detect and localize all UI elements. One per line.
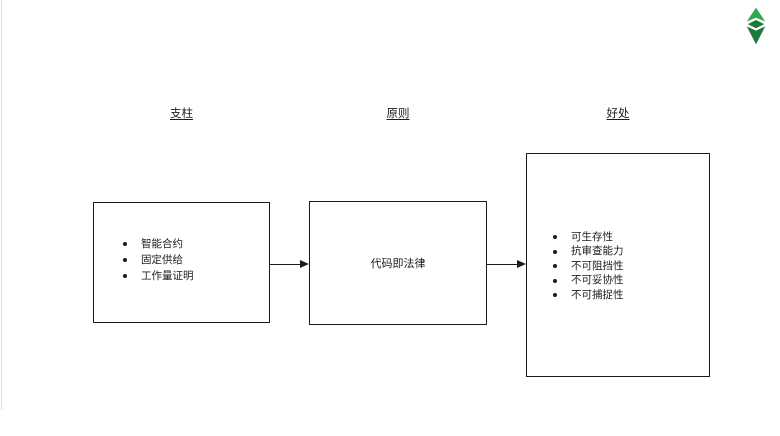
arrow-pillars-to-principle-head	[300, 259, 309, 268]
list-item: 抗审查能力	[551, 244, 624, 259]
list-item: 固定供给	[121, 252, 194, 268]
list-item: 不可妥协性	[551, 273, 624, 288]
arrow-principle-to-benefits-head	[517, 259, 526, 268]
list-item: 不可捕捉性	[551, 288, 624, 303]
arrow-pillars-to-principle-line	[270, 264, 302, 265]
column-header-principles: 原则	[386, 108, 410, 120]
pillars-box: 智能合约 固定供给 工作量证明	[93, 202, 270, 323]
list-item: 智能合约	[121, 236, 194, 252]
ethereum-classic-logo-icon	[746, 7, 766, 45]
column-header-pillars: 支柱	[170, 108, 193, 120]
pillars-list: 智能合约 固定供给 工作量证明	[94, 236, 194, 284]
benefits-list: 可生存性 抗审查能力 不可阻挡性 不可妥协性 不可捕捉性	[527, 230, 624, 303]
canvas-left-edge	[1, 0, 2, 410]
list-item: 可生存性	[551, 230, 624, 245]
principle-label: 代码即法律	[370, 258, 426, 270]
column-header-benefits: 好处	[606, 108, 630, 120]
benefits-box: 可生存性 抗审查能力 不可阻挡性 不可妥协性 不可捕捉性	[526, 153, 710, 377]
arrow-principle-to-benefits-line	[487, 264, 519, 265]
list-item: 工作量证明	[121, 268, 194, 284]
list-item: 不可阻挡性	[551, 259, 624, 274]
principle-box: 代码即法律	[309, 201, 487, 325]
